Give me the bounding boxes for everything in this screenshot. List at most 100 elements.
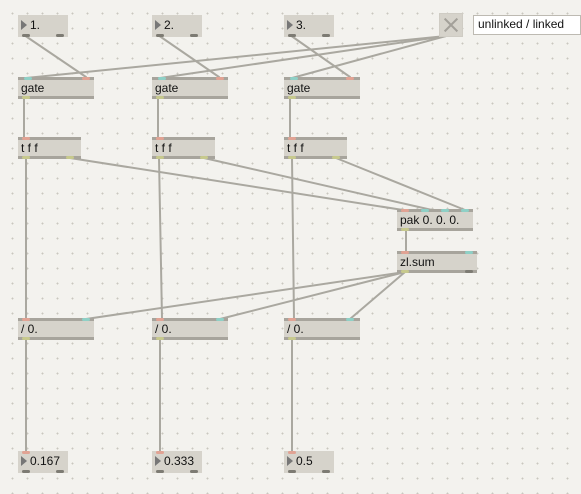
outlet[interactable] <box>190 34 198 37</box>
cord-zlsum-div2 <box>219 271 406 320</box>
number-triangle-icon <box>21 456 27 466</box>
divide-object-2[interactable]: / 0. <box>152 318 228 340</box>
comment-unlinked-linked: unlinked / linked <box>473 15 581 35</box>
outlet[interactable] <box>401 270 409 273</box>
number-box-2[interactable]: 0.333 <box>152 451 202 473</box>
outlet[interactable] <box>200 156 208 159</box>
object-text: / 0. <box>287 322 304 336</box>
cord-tff2-div2 <box>158 157 163 320</box>
inlet[interactable] <box>346 318 354 321</box>
number-value: 0.5 <box>296 454 313 468</box>
outlet[interactable] <box>22 337 30 340</box>
zl-sum-object[interactable]: zl.sum <box>397 251 477 273</box>
cord-zlsum-div3 <box>349 271 406 320</box>
outlet[interactable] <box>332 156 340 159</box>
outlet[interactable] <box>22 470 30 473</box>
outlet[interactable] <box>288 96 296 99</box>
outlet[interactable] <box>190 470 198 473</box>
inlet[interactable] <box>22 451 30 454</box>
toggle-button[interactable] <box>439 13 463 37</box>
inlet[interactable] <box>288 137 296 140</box>
object-text: t f f <box>21 141 38 155</box>
cord-tff3-div3 <box>291 157 295 320</box>
outlet[interactable] <box>156 156 164 159</box>
outlet[interactable] <box>22 96 30 99</box>
inlet[interactable] <box>158 77 166 80</box>
inlet[interactable] <box>82 318 90 321</box>
outlet[interactable] <box>322 34 330 37</box>
trigger-object-1[interactable]: t f f <box>18 137 81 159</box>
inlet[interactable] <box>82 77 90 80</box>
play-triangle-icon <box>287 20 293 30</box>
number-triangle-icon <box>287 456 293 466</box>
message-text: 2. <box>164 18 175 32</box>
outlet[interactable] <box>288 156 296 159</box>
trigger-object-3[interactable]: t f f <box>284 137 347 159</box>
cord-toggle-gate2 <box>159 35 447 79</box>
outlet[interactable] <box>56 34 64 37</box>
inlet[interactable] <box>216 77 224 80</box>
message-text: 3. <box>296 18 307 32</box>
gate-object-2[interactable]: gate <box>152 77 228 99</box>
object-text: pak 0. 0. 0. <box>400 213 460 227</box>
number-triangle-icon <box>155 456 161 466</box>
object-text: gate <box>287 81 311 95</box>
inlet[interactable] <box>288 451 296 454</box>
number-box-3[interactable]: 0.5 <box>284 451 334 473</box>
inlet[interactable] <box>401 209 409 212</box>
inlet[interactable] <box>465 251 473 254</box>
object-text: t f f <box>287 141 304 155</box>
message-box-2[interactable]: 2. <box>152 15 202 37</box>
cord-tff2-pak <box>203 157 433 211</box>
outlet[interactable] <box>156 470 164 473</box>
outlet[interactable] <box>288 337 296 340</box>
gate-object-1[interactable]: gate <box>18 77 94 99</box>
pak-object[interactable]: pak 0. 0. 0. <box>397 209 473 231</box>
inlet[interactable] <box>421 209 429 212</box>
outlet[interactable] <box>56 470 64 473</box>
outlet[interactable] <box>156 34 164 37</box>
cord-tff1-pak <box>69 157 404 211</box>
outlet[interactable] <box>288 34 296 37</box>
cord-msg2-gate2 <box>157 34 220 78</box>
object-text: t f f <box>155 141 172 155</box>
number-box-1[interactable]: 0.167 <box>18 451 68 473</box>
message-box-3[interactable]: 3. <box>284 15 334 37</box>
divide-object-1[interactable]: / 0. <box>18 318 94 340</box>
inlet[interactable] <box>401 251 409 254</box>
outlet[interactable] <box>322 470 330 473</box>
divide-object-3[interactable]: / 0. <box>284 318 360 340</box>
inlet[interactable] <box>461 209 469 212</box>
object-text: / 0. <box>155 322 172 336</box>
inlet[interactable] <box>290 77 298 80</box>
inlet[interactable] <box>156 137 164 140</box>
outlet[interactable] <box>401 228 409 231</box>
object-text: gate <box>155 81 179 95</box>
inlet[interactable] <box>346 77 354 80</box>
inlet[interactable] <box>156 451 164 454</box>
cord-msg1-gate1 <box>23 34 87 78</box>
inlet[interactable] <box>216 318 224 321</box>
number-value: 0.167 <box>30 454 61 468</box>
trigger-object-2[interactable]: t f f <box>152 137 215 159</box>
outlet[interactable] <box>22 34 30 37</box>
message-box-1[interactable]: 1. <box>18 15 68 37</box>
inlet[interactable] <box>156 318 164 321</box>
outlet[interactable] <box>465 270 473 273</box>
outlet[interactable] <box>66 156 74 159</box>
object-text: gate <box>21 81 45 95</box>
inlet[interactable] <box>24 77 32 80</box>
gate-object-3[interactable]: gate <box>284 77 360 99</box>
inlet[interactable] <box>441 209 449 212</box>
outlet[interactable] <box>156 96 164 99</box>
inlet[interactable] <box>288 318 296 321</box>
inlet[interactable] <box>22 318 30 321</box>
cord-toggle-gate3 <box>291 35 447 79</box>
inlet[interactable] <box>22 137 30 140</box>
outlet[interactable] <box>22 156 30 159</box>
outlet[interactable] <box>288 470 296 473</box>
number-value: 0.333 <box>164 454 195 468</box>
outlet[interactable] <box>156 337 164 340</box>
